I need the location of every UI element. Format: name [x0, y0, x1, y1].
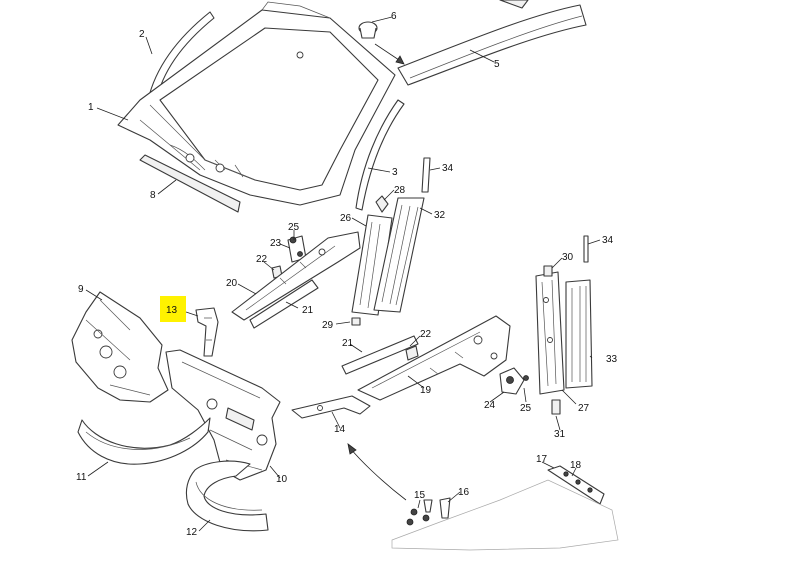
part-11-lower-trim: [77, 417, 211, 465]
part-5-roof-rail: [397, 0, 587, 86]
arrow-head-floor: [347, 443, 357, 455]
callout-30: 30: [562, 252, 574, 263]
callout-32: 32: [434, 210, 446, 221]
callout-17: 17: [536, 454, 548, 465]
part-15-fasteners: [406, 499, 433, 526]
callout-22-lower: 22: [420, 329, 432, 340]
callout-34-lower: 34: [602, 235, 614, 246]
callout-20: 20: [226, 278, 238, 289]
leader-lines: [85, 16, 601, 532]
callout-26: 26: [340, 213, 352, 224]
part-32-pillar-panel: [373, 197, 425, 313]
callout-6: 6: [391, 11, 397, 22]
part-14-rail-bracket: [291, 395, 371, 419]
part-1-windscreen-frame: [117, 1, 396, 206]
part-20-upper-rail: [231, 231, 361, 321]
callout-25-upper: 25: [288, 222, 300, 233]
part-23-bracket: [287, 235, 307, 263]
part-8-cowl-strip: [139, 154, 241, 213]
part-6-clip: [358, 21, 378, 39]
part-28-clip: [375, 195, 389, 213]
part-21-upper-strip: [249, 279, 319, 329]
callout-23: 23: [270, 238, 282, 249]
callout-21-upper: 21: [302, 305, 314, 316]
callout-14: 14: [334, 424, 346, 435]
part-31-clip: [551, 399, 561, 415]
callout-3: 3: [392, 167, 398, 178]
part-19-lower-rail: [357, 315, 511, 401]
part-33-pillar-panel: [565, 279, 593, 389]
callout-5: 5: [494, 59, 500, 70]
part-34-lower-strip: [583, 235, 589, 263]
part-34-upper-strip: [421, 157, 431, 193]
callout-16: 16: [458, 487, 470, 498]
callout-10: 10: [276, 474, 288, 485]
callout-27: 27: [578, 403, 590, 414]
part-30-clip: [543, 265, 553, 277]
callout-22-upper: 22: [256, 254, 268, 265]
callout-2: 2: [139, 29, 145, 40]
part-29-clip: [351, 317, 361, 326]
callout-21-lower: 21: [342, 338, 354, 349]
callout-29: 29: [322, 320, 334, 331]
callout-1: 1: [88, 102, 94, 113]
part-10-dash-panel: [165, 349, 281, 481]
part-22-clip-lower: [405, 345, 419, 361]
part-12-lower-trim: [185, 460, 269, 532]
highlight-callout-13: [160, 296, 186, 322]
callout-34-upper: 34: [442, 163, 454, 174]
part-17-bracket: [547, 465, 605, 505]
part-27-pillar-panel: [535, 265, 565, 395]
callout-11: 11: [76, 472, 87, 483]
arrow-head-roof: [395, 55, 405, 65]
callout-33: 33: [606, 354, 618, 365]
callout-9: 9: [78, 284, 84, 295]
part-9-dash-panel: [71, 291, 169, 403]
callout-19: 19: [420, 385, 432, 396]
callout-15: 15: [414, 490, 426, 501]
callout-labels: 1 2 3 5 6 8 9 10 11 12 13 14 15 16 17 18…: [76, 11, 618, 538]
callout-28: 28: [394, 185, 406, 196]
part-16-fastener: [439, 497, 451, 519]
part-26-pillar-panel: [351, 214, 393, 316]
part-3-pillar-trim: [355, 99, 405, 211]
callout-12: 12: [186, 527, 198, 538]
arrow-to-roof-rail: [374, 43, 403, 63]
arrow-to-floor: [349, 447, 407, 501]
part-13-bracket: [195, 307, 219, 357]
callout-18: 18: [570, 460, 582, 471]
callout-8: 8: [150, 190, 156, 201]
callout-24: 24: [484, 400, 496, 411]
callout-13: 13: [166, 305, 178, 316]
callout-25-lower: 25: [520, 403, 532, 414]
part-24-bracket: [499, 367, 529, 395]
callout-31: 31: [554, 429, 566, 440]
part-21-lower-strip: [341, 335, 419, 375]
floor-outline: [391, 479, 619, 551]
